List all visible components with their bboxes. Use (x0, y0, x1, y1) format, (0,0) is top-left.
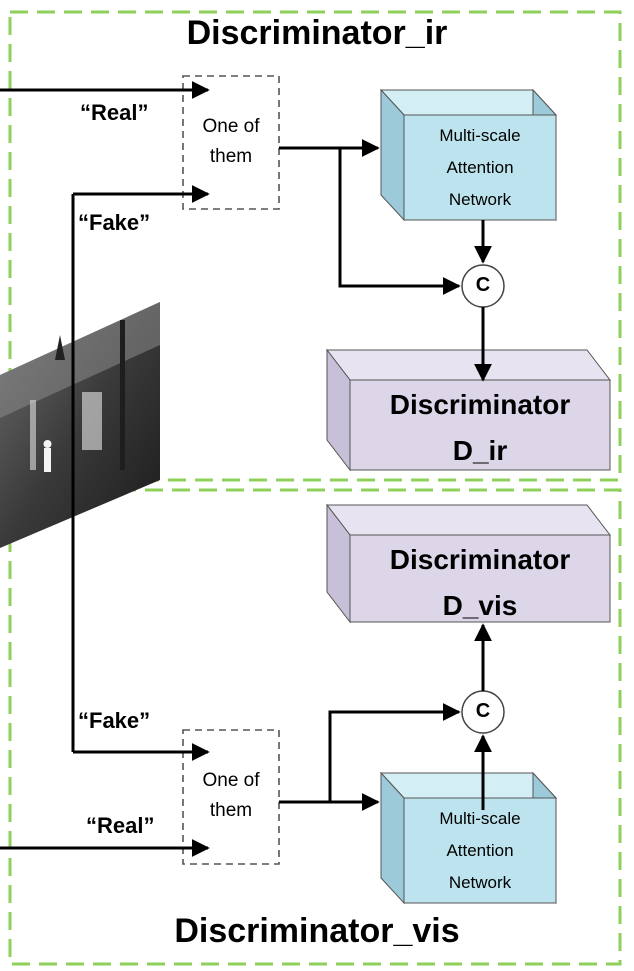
label-fake-top: “Fake” (78, 210, 151, 235)
discriminator-vis-panel (8, 488, 622, 966)
selector-top-line2: them (209, 146, 253, 167)
selector-top-text: One of them (183, 112, 279, 172)
concat-top-label: C (475, 274, 491, 296)
attention-block-top (379, 88, 558, 222)
disc-ir-line1: Discriminator (389, 389, 571, 420)
selector-bottom-line2: them (209, 800, 253, 821)
connectors (0, 81, 492, 857)
disc-vis-text: Discriminator D_vis (350, 537, 610, 629)
discriminator-vis-block (325, 503, 612, 624)
selector-bottom-text: One of them (183, 766, 279, 826)
discriminator-ir-panel (8, 10, 622, 482)
disc-vis-line2: D_vis (442, 590, 518, 621)
attention-top-line1: Multi-scale (439, 126, 521, 145)
disc-ir-text: Discriminator D_ir (350, 382, 610, 474)
arrow-selector-to-concat-bottom (328, 703, 461, 802)
thermal-image (0, 302, 160, 548)
concat-bottom-label: C (475, 700, 491, 722)
title-discriminator-vis: Discriminator_vis (174, 912, 460, 950)
label-fake-bottom: “Fake” (78, 708, 151, 733)
attention-top-line3: Network (448, 190, 512, 209)
attention-bottom-line2: Attention (446, 841, 514, 860)
disc-ir-line2: D_ir (452, 435, 508, 466)
selector-bottom-line1: One of (202, 770, 260, 791)
title-discriminator-ir: Discriminator_ir (186, 14, 448, 52)
selector-box-top (182, 75, 280, 210)
disc-vis-line1: Discriminator (389, 544, 571, 575)
attention-top-line2: Attention (446, 158, 514, 177)
discriminator-ir-block (325, 348, 612, 472)
label-real-bottom: “Real” (86, 813, 155, 838)
attention-top-text: Multi-scale Attention Network (404, 120, 556, 216)
attention-bottom-line3: Network (448, 873, 512, 892)
arrow-selector-to-concat-top (338, 148, 461, 295)
attention-bottom-text: Multi-scale Attention Network (404, 803, 556, 899)
label-real-top: “Real” (80, 100, 149, 125)
attention-block-bottom (379, 771, 558, 905)
attention-bottom-line1: Multi-scale (439, 809, 521, 828)
selector-top-line1: One of (202, 116, 260, 137)
selector-box-bottom (182, 729, 280, 865)
